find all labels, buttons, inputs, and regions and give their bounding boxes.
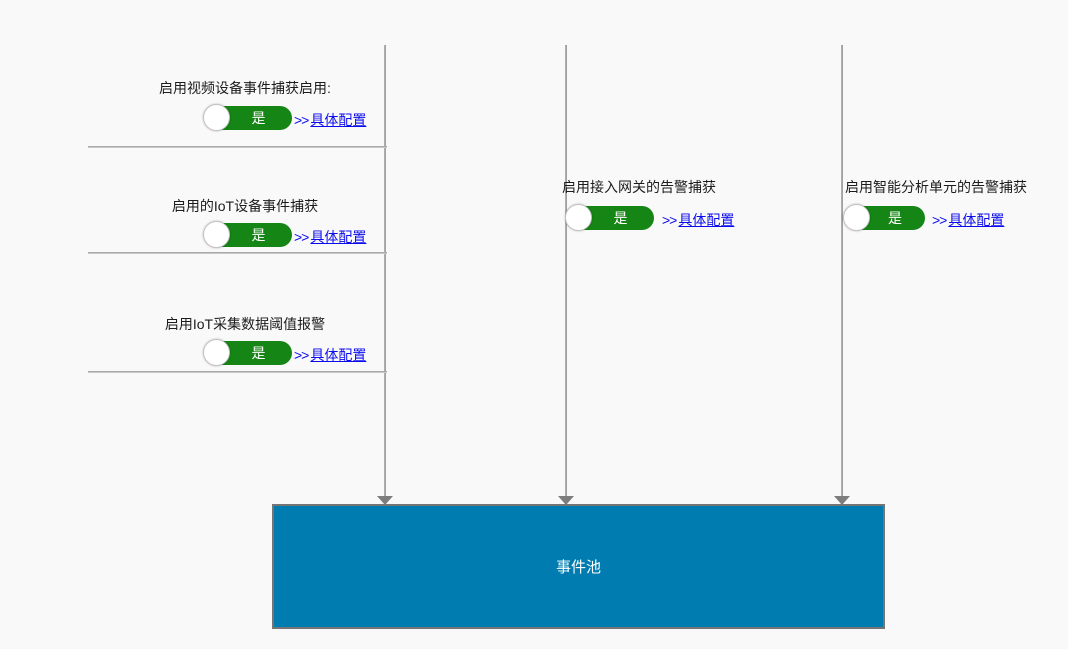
toggle-knob	[203, 339, 230, 366]
toggle-state-label: 是	[251, 110, 266, 126]
iot-device-capture-config-link[interactable]: >>具体配置	[294, 227, 366, 247]
arrow-down-icon	[558, 496, 574, 505]
toggle-state-label: 是	[613, 210, 628, 226]
link-label: 具体配置	[310, 347, 367, 363]
section-separator	[88, 252, 387, 254]
gateway-alarm-label: 启用接入网关的告警捕获	[562, 179, 716, 195]
iot-threshold-alarm-label: 启用IoT采集数据阈值报警	[164, 316, 326, 332]
toggle-state-label: 是	[888, 210, 902, 226]
link-label: 具体配置	[678, 212, 735, 228]
link-label: 具体配置	[948, 212, 1005, 228]
link-label: 具体配置	[310, 229, 367, 245]
iot-device-capture-toggle[interactable]: 是	[203, 221, 292, 248]
event-pool-label: 事件池	[555, 559, 601, 576]
toggle-state-label: 是	[251, 227, 266, 243]
toggle-knob	[565, 204, 592, 231]
connector-line-gateway	[565, 45, 567, 497]
toggle-knob	[843, 204, 870, 231]
gateway-alarm-config-link[interactable]: >>具体配置	[662, 210, 734, 230]
gateway-alarm-toggle[interactable]: 是	[565, 204, 654, 231]
arrow-down-icon	[834, 496, 850, 505]
link-prefix: >>	[294, 229, 309, 245]
link-prefix: >>	[662, 212, 677, 228]
connector-line-video	[384, 45, 386, 497]
toggle-knob	[203, 104, 230, 131]
section-separator	[88, 371, 387, 373]
iot-device-capture-label: 启用的IoT设备事件捕获	[171, 198, 319, 214]
analysis-unit-alarm-config-link[interactable]: >>具体配置	[932, 210, 1004, 230]
event-pool-box: 事件池	[272, 504, 885, 629]
link-prefix: >>	[294, 347, 309, 363]
connector-line-analysis	[841, 45, 843, 497]
video-capture-label: 启用视频设备事件捕获启用:	[159, 80, 331, 96]
link-label: 具体配置	[310, 112, 367, 128]
toggle-knob	[203, 221, 230, 248]
video-capture-toggle[interactable]: 是	[203, 104, 292, 131]
link-prefix: >>	[932, 212, 947, 228]
iot-threshold-alarm-toggle[interactable]: 是	[203, 339, 292, 366]
video-capture-config-link[interactable]: >>具体配置	[294, 110, 366, 130]
arrow-down-icon	[377, 496, 393, 505]
section-separator	[88, 146, 387, 148]
iot-threshold-alarm-config-link[interactable]: >>具体配置	[294, 345, 366, 365]
toggle-state-label: 是	[251, 345, 266, 361]
link-prefix: >>	[294, 112, 309, 128]
analysis-unit-alarm-toggle[interactable]: 是	[843, 204, 925, 231]
analysis-unit-alarm-label: 启用智能分析单元的告警捕获	[845, 179, 1027, 195]
